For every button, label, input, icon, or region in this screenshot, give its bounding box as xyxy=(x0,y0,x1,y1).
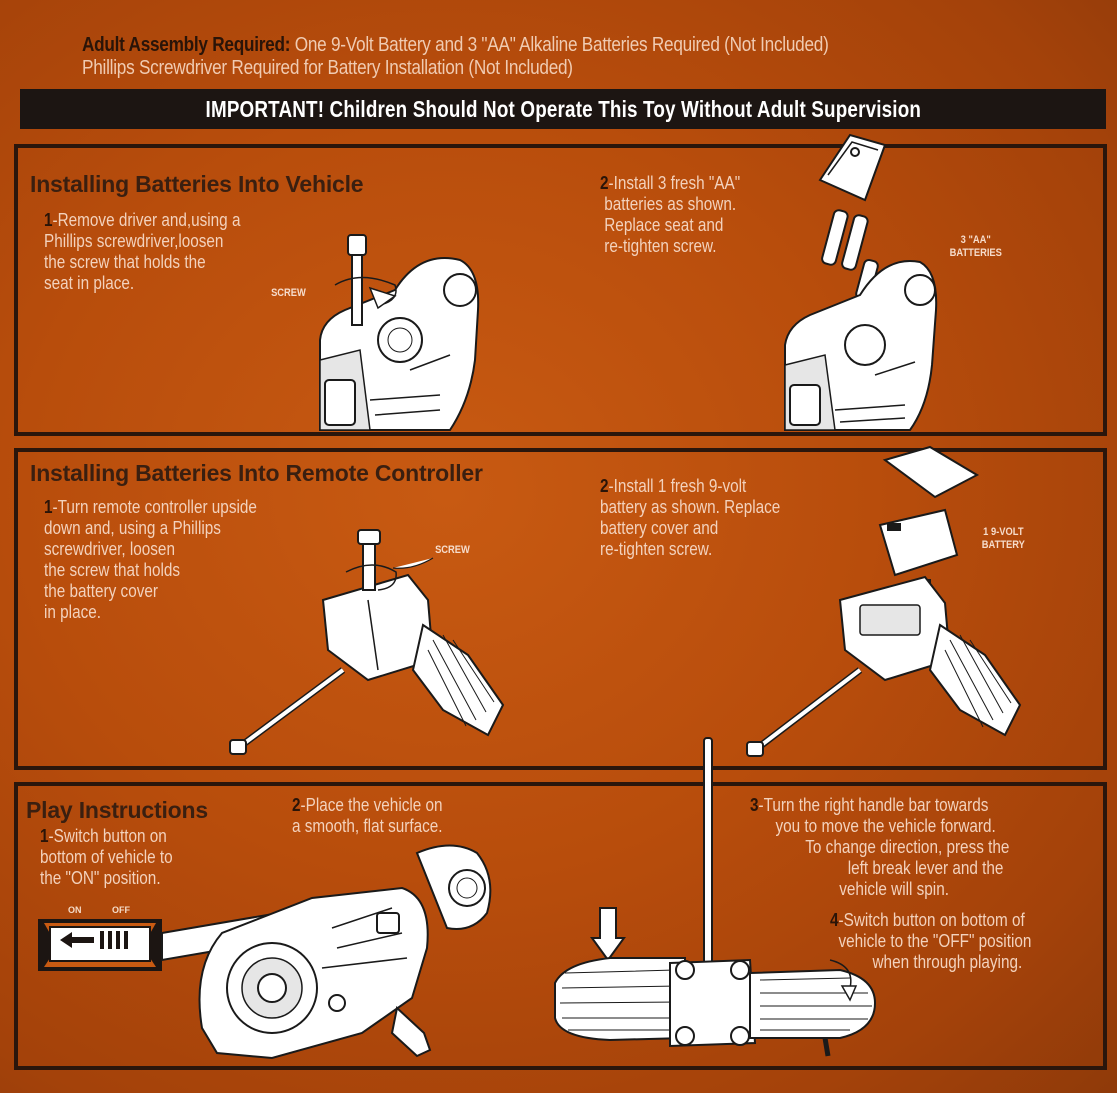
remote-step-1: 1-Turn remote controller upside down and… xyxy=(44,497,257,623)
step-line: -Switch button on xyxy=(48,826,167,846)
play-step-2: 2-Place the vehicle on a smooth, flat su… xyxy=(292,795,443,837)
vehicle-side-illustration xyxy=(161,844,492,1060)
remote-nine-volt-illustration xyxy=(746,445,1022,757)
step-line: down and, using a Phillips xyxy=(44,518,221,538)
callout-line: 3 "AA" xyxy=(960,234,991,246)
step-number: 2 xyxy=(600,476,609,496)
step-number: 3 xyxy=(750,795,759,815)
step-line: battery as shown. Replace xyxy=(600,497,781,517)
step-number: 1 xyxy=(40,826,49,846)
play-step-4: 4-Switch button on bottom of vehicle to … xyxy=(830,910,1031,973)
step-number: 2 xyxy=(292,795,301,815)
callout-line: BATTERY xyxy=(981,539,1025,551)
vehicle-step-2: 2-Install 3 fresh "AA" batteries as show… xyxy=(600,173,740,257)
step-number: 1 xyxy=(44,497,53,517)
remote-step-2: 2-Install 1 fresh 9-volt battery as show… xyxy=(600,476,780,560)
step-line: To change direction, press the xyxy=(805,837,1010,857)
switch-off-label: OFF xyxy=(112,905,130,915)
step-number: 4 xyxy=(830,910,839,930)
assembly-note: Adult Assembly Required: One 9-Volt Batt… xyxy=(82,34,829,57)
power-switch-diagram: ON OFF xyxy=(38,905,162,971)
screw-callout: SCREW xyxy=(271,287,306,299)
step-line: -Switch button on bottom of xyxy=(838,910,1025,930)
step-line: battery cover and xyxy=(600,518,719,538)
step-line: -Place the vehicle on xyxy=(300,795,443,815)
remote-controller-illustration xyxy=(229,529,505,755)
step-line: screwdriver, loosen xyxy=(44,539,175,559)
step-line: re-tighten screw. xyxy=(600,539,713,559)
step-number: 2 xyxy=(600,173,609,193)
step-line: Replace seat and xyxy=(604,215,724,235)
play-section-title: Play Instructions xyxy=(26,797,208,823)
callout-line: 1 9-VOLT xyxy=(983,526,1024,538)
assembly-note-label: Adult Assembly Required: xyxy=(82,34,291,56)
step-line: re-tighten screw. xyxy=(604,236,717,256)
step-line: -Turn remote controller upside xyxy=(52,497,257,517)
vehicle-seat-illustration xyxy=(319,234,480,431)
step-line: bottom of vehicle to xyxy=(40,847,173,867)
step-number: 1 xyxy=(44,210,53,230)
step-line: a smooth, flat surface. xyxy=(292,816,443,836)
step-line: left break lever and the xyxy=(847,858,1004,878)
play-step-3: 3-Turn the right handle bar towards you … xyxy=(750,795,1009,900)
step-line: the screw that holds xyxy=(44,560,181,580)
remote-top-view-illustration xyxy=(554,737,877,1057)
step-line: in place. xyxy=(44,602,101,622)
remote-battery-panel xyxy=(14,448,1107,770)
switch-on-label: ON xyxy=(68,905,82,915)
step-line: you to move the vehicle forward. xyxy=(775,816,996,836)
step-line: seat in place. xyxy=(44,273,135,293)
step-line: the screw that holds the xyxy=(44,252,206,272)
vehicle-battery-panel xyxy=(14,144,1107,436)
step-line: when through playing. xyxy=(872,952,1023,972)
step-line: -Install 1 fresh 9-volt xyxy=(608,476,747,496)
step-line: vehicle to the "OFF" position xyxy=(838,931,1032,951)
screwdriver-note: Phillips Screwdriver Required for Batter… xyxy=(82,57,573,79)
nine-volt-battery-callout: 1 9-VOLT BATTERY xyxy=(982,526,1025,552)
vehicle-batteries-illustration xyxy=(784,133,938,431)
warning-banner: IMPORTANT! Children Should Not Operate T… xyxy=(20,89,1106,129)
step-line: vehicle will spin. xyxy=(839,879,949,899)
warning-banner-text: IMPORTANT! Children Should Not Operate T… xyxy=(205,96,921,122)
play-step-1: 1-Switch button on bottom of vehicle to … xyxy=(40,826,173,889)
aa-batteries-callout: 3 "AA" BATTERIES xyxy=(950,234,1002,260)
step-line: batteries as shown. xyxy=(604,194,737,214)
step-line: -Install 3 fresh "AA" xyxy=(608,173,741,193)
remote-section-title: Installing Batteries Into Remote Control… xyxy=(30,460,483,486)
step-line: the battery cover xyxy=(44,581,158,601)
step-line: -Turn the right handle bar towards xyxy=(758,795,989,815)
vehicle-section-title: Installing Batteries Into Vehicle xyxy=(30,171,364,197)
power-switch-icon xyxy=(38,919,162,971)
vehicle-step-1: 1-Remove driver and,using a Phillips scr… xyxy=(44,210,240,294)
play-instructions-panel xyxy=(14,782,1107,1070)
assembly-note-text: One 9-Volt Battery and 3 "AA" Alkaline B… xyxy=(290,34,829,56)
step-line: Phillips screwdriver,loosen xyxy=(44,231,224,251)
step-line: -Remove driver and,using a xyxy=(52,210,241,230)
callout-line: BATTERIES xyxy=(949,247,1002,259)
remote-screw-callout: SCREW xyxy=(435,544,470,556)
step-line: the "ON" position. xyxy=(40,868,161,888)
